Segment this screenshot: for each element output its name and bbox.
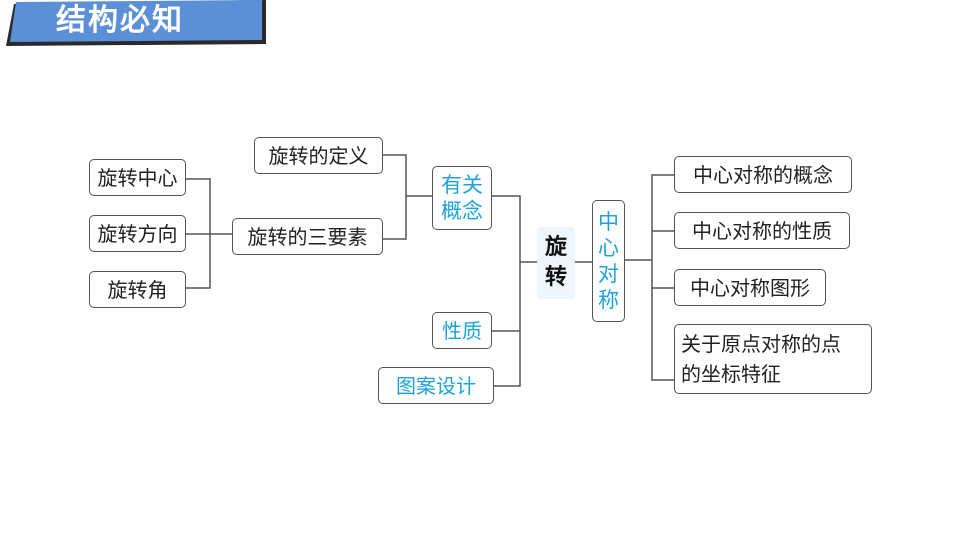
node-symmetry-concept: 中心对称的概念 — [674, 156, 852, 193]
node-rotation-angle: 旋转角 — [89, 271, 186, 308]
node-central-symmetry-c2: 心 — [598, 236, 619, 260]
node-origin-symmetry-line1: 关于原点对称的点 — [681, 332, 841, 356]
node-origin-symmetry-line2: 的坐标特征 — [681, 362, 781, 386]
node-rotation-center: 旋转中心 — [89, 159, 186, 196]
connector-right-main — [651, 174, 674, 381]
connector-concept — [383, 154, 407, 240]
node-central-symmetry-c4: 称 — [598, 288, 619, 312]
node-symmetric-figure: 中心对称图形 — [674, 269, 826, 306]
node-central-symmetry-c3: 对 — [598, 262, 619, 286]
node-related-concepts-line1: 有关 — [441, 173, 483, 197]
page-title: 结构必知 — [56, 3, 184, 38]
node-related-concepts-line2: 概念 — [441, 199, 483, 223]
center-node-line1: 旋 — [544, 235, 567, 260]
title-banner-shape — [6, 0, 266, 46]
node-central-symmetry-c1: 中 — [598, 210, 619, 234]
center-node-line2: 转 — [544, 265, 567, 290]
node-pattern-design: 图案设计 — [378, 367, 494, 404]
title-banner: 结构必知 — [4, 0, 266, 46]
center-node-rotation: 旋 转 — [537, 227, 575, 299]
node-symmetry-property: 中心对称的性质 — [674, 212, 850, 249]
node-origin-symmetry: 关于原点对称的点 的坐标特征 — [674, 324, 872, 394]
node-three-elements: 旋转的三要素 — [232, 218, 383, 255]
node-related-concepts: 有关 概念 — [432, 166, 492, 230]
node-central-symmetry: 中 心 对 称 — [592, 200, 625, 322]
connector-left-main — [492, 195, 521, 387]
node-property: 性质 — [432, 312, 492, 349]
node-rotation-definition: 旋转的定义 — [254, 137, 383, 174]
node-rotation-direction: 旋转方向 — [89, 215, 186, 252]
